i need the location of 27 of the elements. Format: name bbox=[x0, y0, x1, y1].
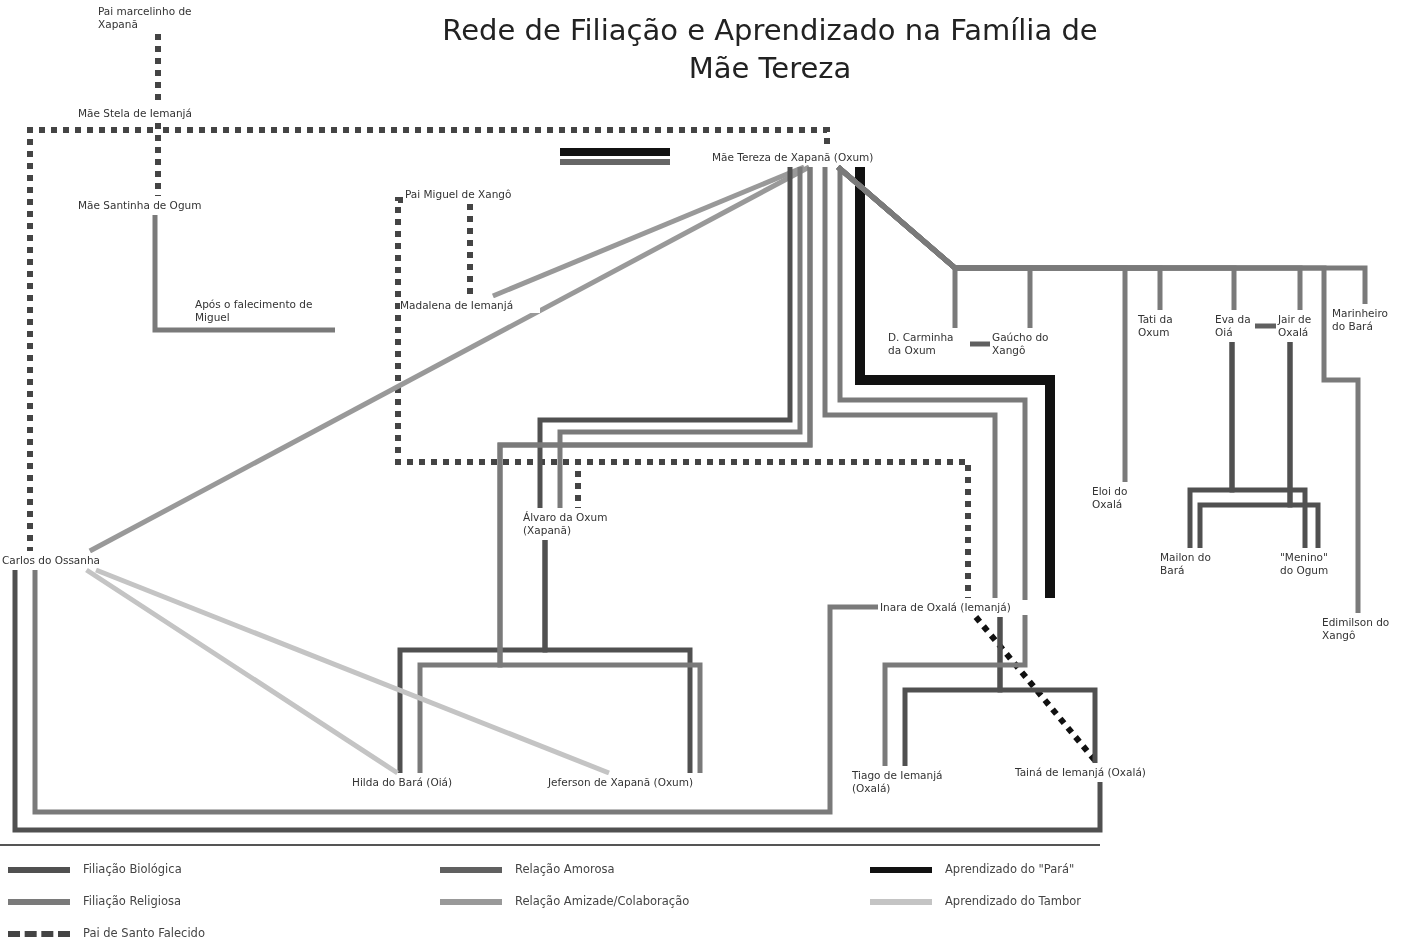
relation-line bbox=[1229, 342, 1308, 548]
diagram-title: Rede de Filiação e Aprendizado na Família de Mãe Tereza bbox=[441, 12, 1099, 87]
relation-line bbox=[491, 164, 806, 299]
legend-label: Pai de Santo Falecido bbox=[83, 926, 205, 940]
relation-line bbox=[822, 167, 998, 598]
relation-line bbox=[1287, 342, 1321, 548]
legend-label: Filiação Religiosa bbox=[83, 894, 181, 908]
relation-line bbox=[32, 570, 878, 815]
relation-line bbox=[542, 540, 693, 773]
relation-line bbox=[970, 341, 990, 347]
relation-line bbox=[85, 567, 399, 776]
relation-line bbox=[95, 567, 610, 776]
relation-line bbox=[467, 204, 473, 296]
legend-label: Relação Amizade/Colaboração bbox=[515, 894, 690, 908]
legend-label: Relação Amorosa bbox=[515, 862, 615, 876]
relation-line bbox=[1255, 323, 1276, 329]
relation-line bbox=[497, 167, 813, 773]
relation-line bbox=[152, 215, 335, 333]
relation-line bbox=[997, 617, 1098, 763]
legend-label: Aprendizado do "Pará" bbox=[945, 862, 1075, 876]
relation-line bbox=[855, 167, 1055, 598]
legend-label: Filiação Biológica bbox=[83, 862, 182, 876]
relation-line bbox=[837, 167, 1028, 766]
legend-label: Aprendizado do Tambor bbox=[945, 894, 1081, 908]
relation-line bbox=[12, 570, 1103, 833]
person-label: Madalena de Iemanjá bbox=[400, 298, 540, 314]
relation-line bbox=[88, 164, 811, 554]
